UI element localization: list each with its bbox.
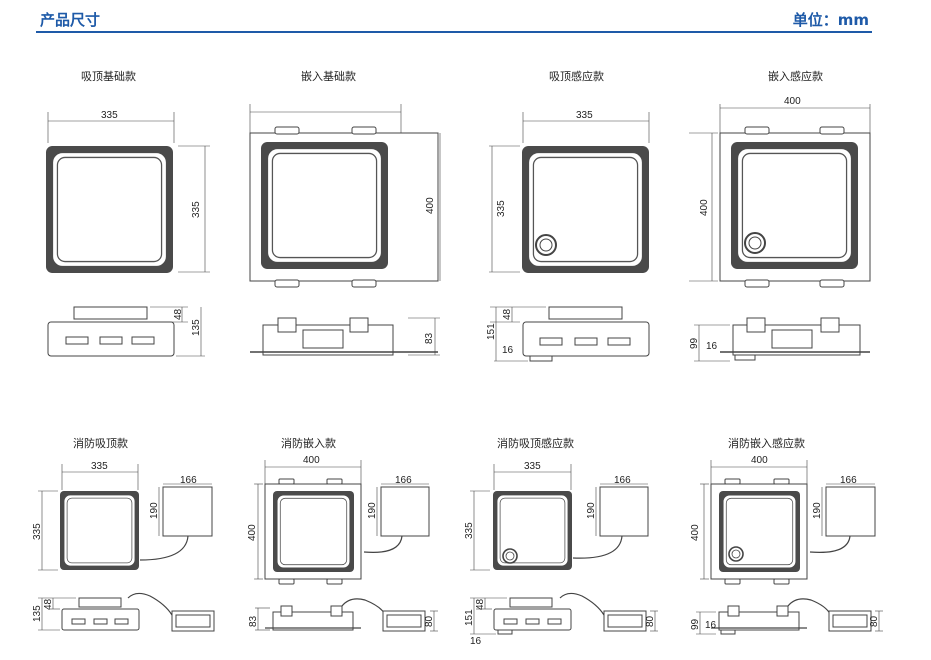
side-view-fire-ceiling: 48 135 bbox=[32, 592, 215, 632]
dim-width: 400 bbox=[784, 96, 801, 107]
dim-side-h1: 48 bbox=[502, 308, 513, 320]
dim-side-h1: 83 bbox=[424, 332, 435, 344]
caption-embedded-basic: 嵌入基础款 bbox=[301, 70, 356, 83]
top-view-fire-embedded-sensor: 400 400 166 190 bbox=[690, 455, 876, 585]
dim-box-h: 190 bbox=[149, 502, 160, 519]
dim-height: 400 bbox=[425, 197, 436, 214]
dim-side-h1: 99 bbox=[689, 337, 700, 349]
caption-embedded-sensor: 嵌入感应款 bbox=[768, 70, 823, 83]
unit-label: 单位：mm bbox=[792, 11, 869, 29]
caption-fire-ceiling: 消防吸顶款 bbox=[73, 437, 128, 450]
dim-box-w: 166 bbox=[614, 475, 631, 486]
dim-box-h: 190 bbox=[367, 502, 378, 519]
dim-side-h1: 48 bbox=[173, 308, 184, 320]
dim-height: 400 bbox=[690, 524, 701, 541]
dim-side-h1: 48 bbox=[43, 598, 54, 610]
dim-width: 335 bbox=[101, 110, 118, 121]
dim-side-w: 16 bbox=[470, 636, 482, 647]
dim-width: 400 bbox=[751, 455, 768, 466]
top-view-ceiling-basic: 335 335 bbox=[45, 110, 210, 274]
dim-height: 335 bbox=[191, 201, 202, 218]
caption-ceiling-sensor: 吸顶感应款 bbox=[549, 70, 604, 83]
caption-ceiling-basic: 吸顶基础款 bbox=[81, 70, 136, 83]
caption-fire-ceiling-sensor: 消防吸顶感应款 bbox=[497, 437, 574, 450]
dim-box-h: 190 bbox=[586, 502, 597, 519]
dim-side-w: 16 bbox=[705, 620, 717, 631]
dim-box-w: 166 bbox=[840, 475, 857, 486]
dim-side-h1: 99 bbox=[690, 618, 701, 630]
side-view-fire-embedded: 83 80 bbox=[248, 598, 438, 632]
side-view-ceiling-sensor: 48 151 16 bbox=[486, 306, 650, 362]
page-title: 产品尺寸 bbox=[40, 11, 101, 29]
top-view-embedded-sensor: 400 400 bbox=[689, 96, 871, 288]
dim-box-side-h: 80 bbox=[645, 615, 656, 627]
dim-width: 335 bbox=[576, 110, 593, 121]
top-view-ceiling-sensor: 335 335 bbox=[489, 110, 650, 274]
side-view-embedded-basic: 83 bbox=[250, 317, 440, 356]
side-view-fire-ceiling-sensor: 48 151 16 80 bbox=[464, 592, 658, 647]
dim-side-h1: 48 bbox=[475, 598, 486, 610]
dim-height: 335 bbox=[32, 523, 43, 540]
side-view-embedded-sensor: 99 16 bbox=[689, 317, 870, 362]
dim-width: 335 bbox=[91, 461, 108, 472]
dim-side-w: 16 bbox=[706, 341, 718, 352]
dim-width: 335 bbox=[524, 461, 541, 472]
dim-box-w: 166 bbox=[395, 475, 412, 486]
dim-height: 335 bbox=[464, 522, 475, 539]
top-view-fire-embedded: 400 400 166 190 bbox=[247, 455, 430, 585]
dim-side-h2: 151 bbox=[486, 323, 497, 340]
caption-fire-embedded: 消防嵌入款 bbox=[281, 437, 336, 450]
dim-side-w: 16 bbox=[502, 345, 514, 356]
dim-box-side-h: 80 bbox=[869, 615, 880, 627]
dim-height: 400 bbox=[699, 199, 710, 216]
top-view-fire-ceiling: 335 335 166 190 bbox=[32, 461, 213, 571]
page-header: 产品尺寸 单位：mm bbox=[0, 0, 931, 34]
dim-box-w: 166 bbox=[180, 475, 197, 486]
header-rule bbox=[36, 31, 872, 33]
dim-side-h2: 135 bbox=[191, 319, 202, 336]
dim-side-h2: 135 bbox=[32, 605, 43, 622]
top-view-embedded-basic: 400 bbox=[249, 104, 441, 288]
dim-box-side-h: 80 bbox=[424, 615, 435, 627]
side-view-ceiling-basic: 48 135 bbox=[47, 306, 205, 357]
top-view-fire-ceiling-sensor: 335 335 166 190 bbox=[464, 461, 649, 571]
dim-height: 335 bbox=[496, 200, 507, 217]
caption-fire-embedded-sensor: 消防嵌入感应款 bbox=[728, 437, 805, 450]
dim-side-h2: 151 bbox=[464, 609, 475, 626]
dim-box-h: 190 bbox=[812, 502, 823, 519]
side-view-fire-embedded-sensor: 99 16 80 bbox=[690, 598, 883, 635]
dim-width: 400 bbox=[303, 455, 320, 466]
dim-side-h1: 83 bbox=[248, 615, 259, 627]
dim-height: 400 bbox=[247, 524, 258, 541]
